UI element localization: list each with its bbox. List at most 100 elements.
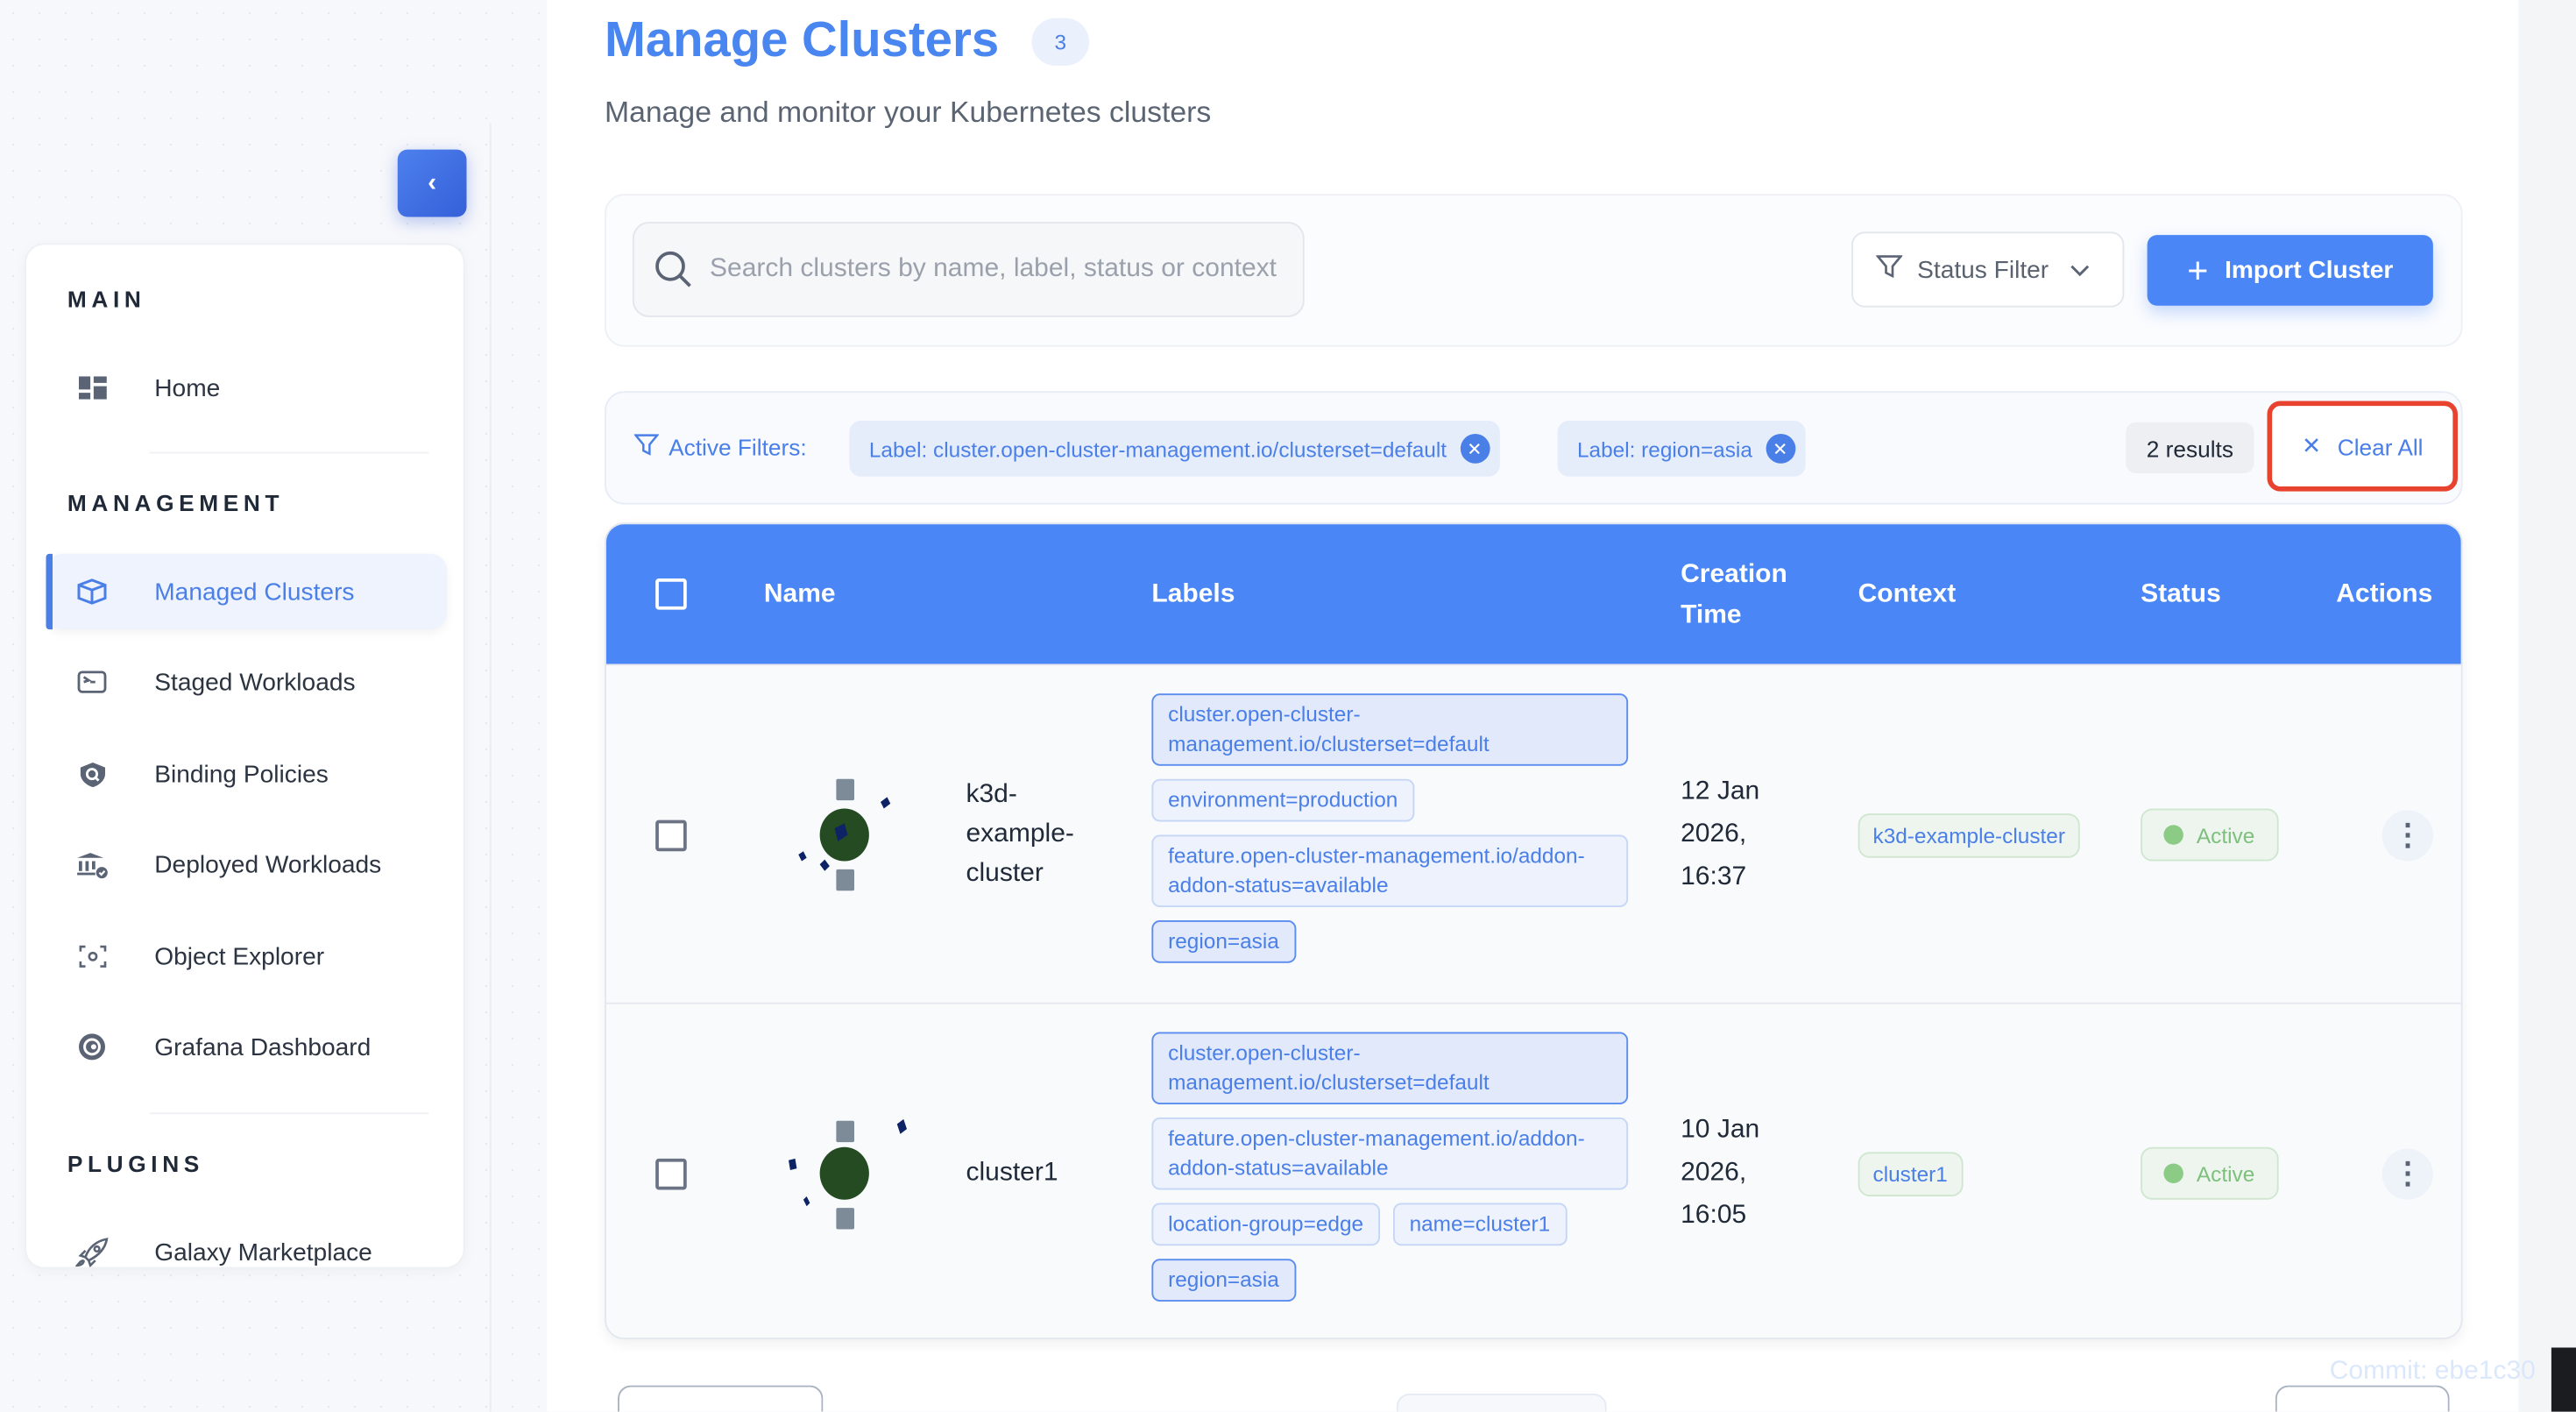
section-title-main: MAIN <box>67 286 146 313</box>
status-label: Active <box>2196 1160 2255 1186</box>
filter-icon <box>633 432 660 462</box>
import-cluster-button[interactable]: + Import Cluster <box>2147 235 2433 306</box>
sidebar-item-staged-workloads[interactable]: Staged Workloads <box>46 644 448 720</box>
window-corner <box>2551 1347 2576 1412</box>
status-badge: Active <box>2141 808 2279 862</box>
search-field[interactable] <box>632 222 1305 317</box>
label-tag[interactable]: cluster.open-cluster-management.io/clust… <box>1151 693 1629 766</box>
clusters-table: Name Labels Creation Time Context Status… <box>605 522 2463 1340</box>
row-checkbox[interactable] <box>655 1157 687 1189</box>
label-tag[interactable]: region=asia <box>1151 920 1296 963</box>
cube-icon <box>74 578 110 605</box>
label-tag[interactable]: environment=production <box>1151 778 1415 822</box>
sidebar-item-label: Galaxy Marketplace <box>154 1238 372 1267</box>
labels-list: cluster.open-cluster-management.io/clust… <box>1151 693 1629 963</box>
previous-page-button[interactable] <box>618 1385 824 1412</box>
sidebar-item-object-explorer[interactable]: Object Explorer <box>46 919 448 994</box>
chevron-down-icon <box>2070 256 2091 284</box>
column-header-context: Context <box>1858 579 1957 608</box>
page-indicator <box>1396 1394 1607 1412</box>
row-checkbox[interactable] <box>655 819 687 851</box>
results-count: 2 results <box>2126 422 2254 473</box>
sidebar-item-managed-clusters[interactable]: Managed Clusters <box>46 553 447 630</box>
filter-chip-label: Label: region=asia <box>1577 436 1752 461</box>
sidebar-item-label: Deployed Workloads <box>154 850 382 879</box>
chevron-left-icon: ‹ <box>428 168 437 197</box>
status-filter-label: Status Filter <box>1917 255 2049 284</box>
search-input[interactable] <box>710 254 1293 285</box>
remove-filter-icon[interactable]: ✕ <box>1460 434 1490 464</box>
more-actions-icon[interactable]: ⋮ <box>2381 1147 2433 1199</box>
filter-icon <box>1875 253 1904 287</box>
shield-search-icon <box>74 760 110 788</box>
select-all-checkbox[interactable] <box>655 578 687 610</box>
sidebar-item-deployed-workloads[interactable]: Deployed Workloads <box>46 827 448 902</box>
close-icon: ✕ <box>2301 432 2321 459</box>
clear-all-label: Clear All <box>2337 433 2424 460</box>
status-filter-dropdown[interactable]: Status Filter <box>1851 231 2125 308</box>
active-filters-label: Active Filters: <box>633 432 807 462</box>
context-badge: k3d-example-cluster <box>1858 812 2080 857</box>
sidebar-item-grafana-dashboard[interactable]: Grafana Dashboard <box>46 1009 448 1084</box>
label-tag[interactable]: name=cluster1 <box>1392 1203 1567 1246</box>
table-row[interactable]: cluster1 cluster.open-cluster-management… <box>605 1002 2461 1338</box>
grafana-icon <box>74 1031 110 1064</box>
sidebar-item-home[interactable]: Home <box>46 350 448 425</box>
filter-chip-label: Label: cluster.open-cluster-management.i… <box>868 436 1447 461</box>
column-header-status: Status <box>2141 579 2221 608</box>
bank-check-icon <box>74 850 110 878</box>
page-subtitle: Manage and monitor your Kubernetes clust… <box>605 95 1212 129</box>
status-label: Active <box>2196 822 2255 848</box>
label-tag[interactable]: feature.open-cluster-management.io/addon… <box>1151 834 1629 907</box>
section-title-plugins: PLUGINS <box>67 1150 204 1177</box>
cluster-icon <box>775 770 907 901</box>
cluster-icon <box>775 1108 907 1239</box>
label-tag[interactable]: feature.open-cluster-management.io/addon… <box>1151 1118 1629 1190</box>
sidebar-item-galaxy-marketplace[interactable]: Galaxy Marketplace <box>46 1215 448 1267</box>
plus-icon: + <box>2187 249 2209 290</box>
search-icon <box>654 250 693 289</box>
sidebar-item-label: Home <box>154 373 221 402</box>
status-badge: Active <box>2141 1146 2279 1200</box>
rocket-icon <box>74 1238 110 1267</box>
filter-chip: Label: region=asia ✕ <box>1557 421 1805 477</box>
context-badge: cluster1 <box>1858 1151 1963 1196</box>
section-title-management: MANAGEMENT <box>67 489 285 516</box>
divider <box>149 1112 429 1115</box>
scan-icon <box>74 945 110 968</box>
cluster-name[interactable]: cluster1 <box>966 1158 1058 1187</box>
clear-all-button[interactable]: ✕ Clear All <box>2267 401 2458 492</box>
dashboard-icon <box>74 376 110 400</box>
cluster-count-badge: 3 <box>1031 18 1090 66</box>
page-title: Manage Clusters <box>605 13 1000 67</box>
column-header-name[interactable]: Name <box>763 579 836 608</box>
divider <box>149 451 429 454</box>
label-tag[interactable]: region=asia <box>1151 1259 1296 1302</box>
next-page-button[interactable] <box>2275 1385 2450 1412</box>
label-tag[interactable]: location-group=edge <box>1151 1203 1380 1246</box>
collapse-sidebar-button[interactable]: ‹ <box>397 149 467 217</box>
scroll-gutter <box>2518 0 2576 1412</box>
cluster-galaxy-icon <box>789 1118 907 1230</box>
cluster-name[interactable]: k3d-example-cluster <box>966 780 1074 888</box>
active-filters-text: Active Filters: <box>669 434 807 460</box>
label-tag[interactable]: cluster.open-cluster-management.io/clust… <box>1151 1032 1629 1104</box>
table-row[interactable]: k3d-example-cluster cluster.open-cluster… <box>605 663 2461 1003</box>
sidebar-item-label: Binding Policies <box>154 760 329 789</box>
creation-time: 10 Jan 2026, 16:05 <box>1681 1116 1760 1230</box>
sidebar-divider <box>489 123 492 1412</box>
more-actions-icon[interactable]: ⋮ <box>2381 809 2433 861</box>
table-header: Name Labels Creation Time Context Status… <box>605 524 2461 664</box>
creation-time: 12 Jan 2026, 16:37 <box>1681 777 1760 891</box>
status-dot-icon <box>2163 825 2183 845</box>
import-cluster-label: Import Cluster <box>2225 256 2394 285</box>
sidebar-item-label: Grafana Dashboard <box>154 1032 372 1061</box>
sidebar-item-label: Staged Workloads <box>154 668 356 697</box>
filter-chip: Label: cluster.open-cluster-management.i… <box>849 421 1500 477</box>
sidebar-item-label: Object Explorer <box>154 942 325 971</box>
column-header-creation-time[interactable]: Creation Time <box>1681 559 1787 629</box>
labels-list: cluster.open-cluster-management.io/clust… <box>1151 1032 1629 1302</box>
sidebar-item-binding-policies[interactable]: Binding Policies <box>46 736 448 812</box>
sidebar-item-label: Managed Clusters <box>154 578 355 606</box>
remove-filter-icon[interactable]: ✕ <box>1765 434 1795 464</box>
